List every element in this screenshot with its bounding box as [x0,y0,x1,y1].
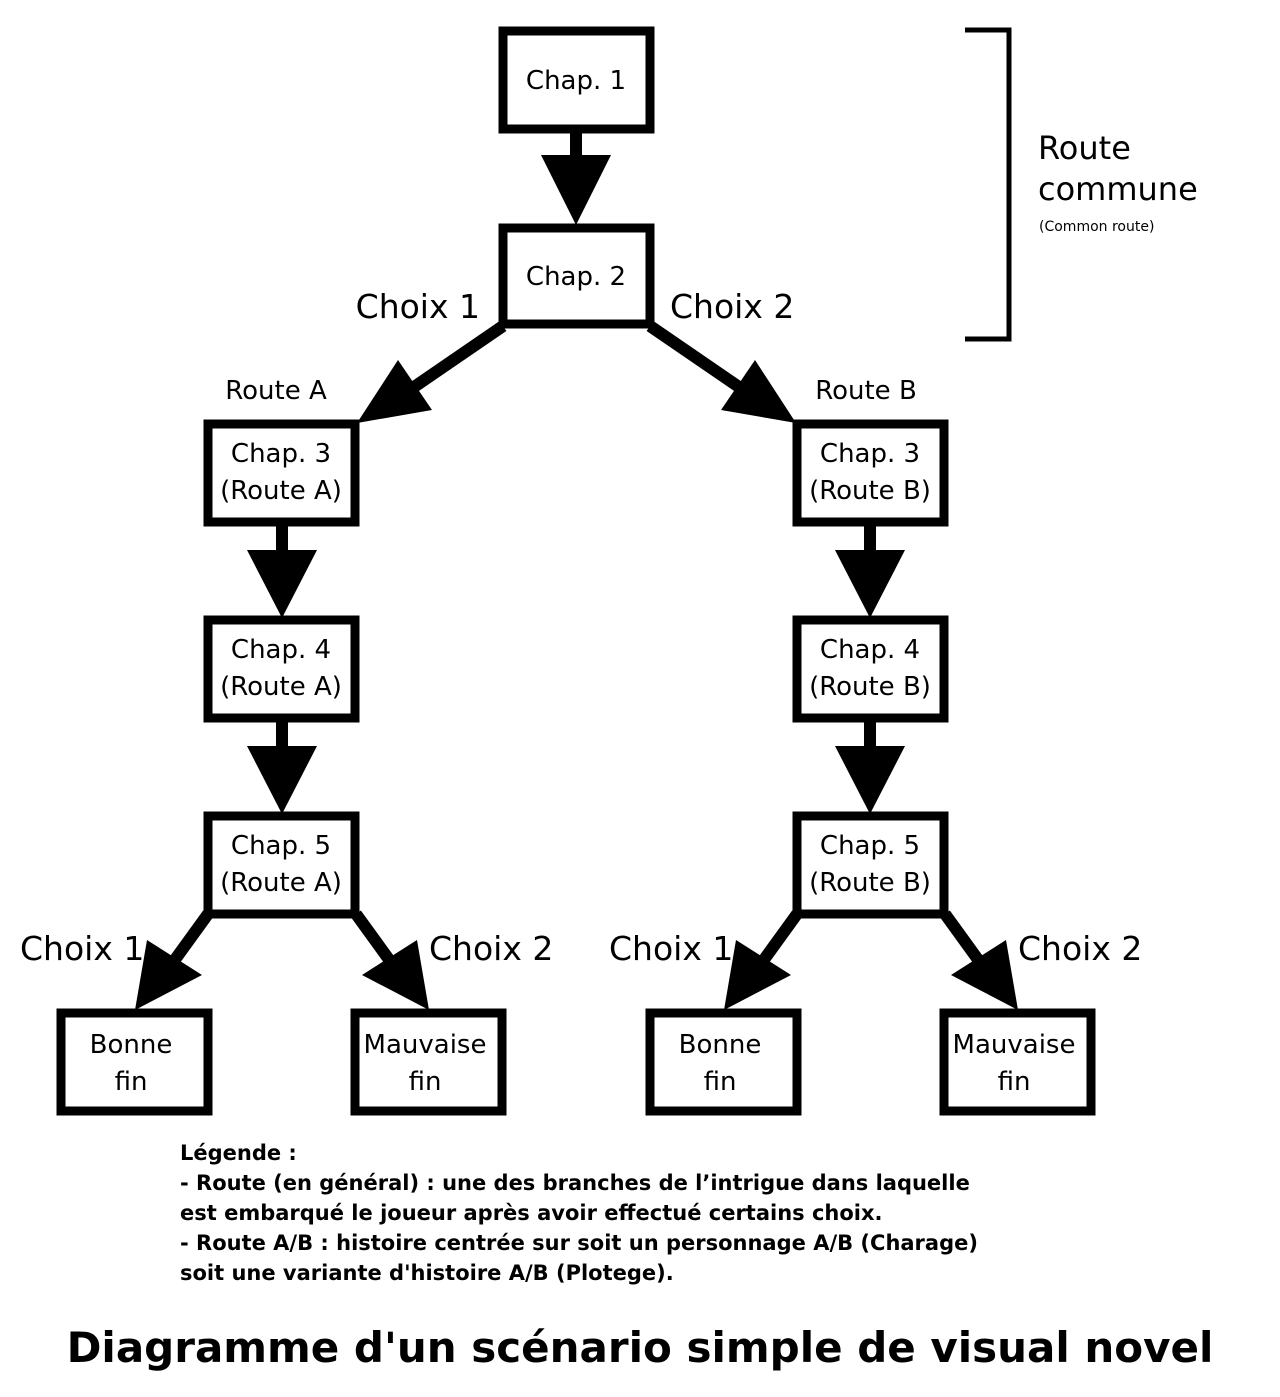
arrow-chap1-chap2 [541,132,611,225]
common-route-bracket [965,27,1012,342]
arrow-chap2-chap3a [357,321,507,423]
node-chap3a-line2: (Route A) [220,476,342,506]
node-chap4b-line1: Chap. 4 [820,635,920,665]
node-chap4b-line2: (Route B) [809,672,931,702]
legend-title: Légende : [180,1141,297,1165]
node-chap3-route-b: Chap. 3 (Route B) [792,419,949,527]
legend-line-1: - Route (en général) : une des branches … [180,1171,970,1195]
node-chap5b-line2: (Route B) [809,868,931,898]
good-end-a-line1: Bonne [90,1030,173,1060]
node-bad-end-route-b: Mauvaise fin [939,1008,1096,1116]
legend-line-3: - Route A/B : histoire centrée sur soit … [180,1231,978,1255]
arrow-chap3a-chap4a [247,524,317,618]
arrow-chap3b-chap4b [835,524,905,618]
arrow-chap5a-bad [351,910,429,1010]
node-chap5a-line2: (Route A) [220,868,342,898]
common-route-label-line2: commune [1038,170,1198,208]
good-end-b-line2: fin [704,1067,737,1097]
good-end-b-line1: Bonne [679,1030,762,1060]
choice1-label-route-a: Choix 1 [20,929,144,968]
choice1-label-route-b: Choix 1 [609,929,733,968]
choice2-label-route-b: Choix 2 [1018,929,1142,968]
node-chap2-line1: Chap. 2 [526,262,626,292]
route-a-label: Route A [225,376,327,406]
arrow-chap5b-bad [940,910,1018,1010]
common-route-sublabel: (Common route) [1039,219,1154,235]
choice2-label-top: Choix 2 [670,287,794,326]
node-chap5-route-b: Chap. 5 (Route B) [792,811,949,919]
choice2-label-route-a: Choix 2 [429,929,553,968]
diagram-title: Diagramme d'un scénario simple de visual… [66,1323,1214,1372]
node-chap4-route-b: Chap. 4 (Route B) [792,615,949,723]
bad-end-a-line1: Mauvaise [364,1030,487,1060]
arrow-chap4b-chap5b [835,720,905,814]
common-route-label-line1: Route [1038,129,1131,167]
node-chap5b-line1: Chap. 5 [820,831,920,861]
arrow-chap5a-good [135,910,213,1010]
node-chap3-route-a: Chap. 3 (Route A) [203,419,360,527]
bad-end-a-line2: fin [409,1067,442,1097]
route-b-label: Route B [815,376,917,406]
legend-line-2: est embarqué le joueur après avoir effec… [180,1201,883,1225]
choice1-label-top: Choix 1 [356,287,480,326]
node-chap4-route-a: Chap. 4 (Route A) [203,615,360,723]
arrow-chap2-chap3b [646,321,796,423]
bad-end-b-line1: Mauvaise [953,1030,1076,1060]
node-chap1-line1: Chap. 1 [526,66,626,96]
node-chap5-route-a: Chap. 5 (Route A) [203,811,360,919]
node-chap3b-line2: (Route B) [809,476,931,506]
node-good-end-route-b: Bonne fin [645,1008,802,1116]
node-bad-end-route-a: Mauvaise fin [350,1008,507,1116]
node-chap3b-line1: Chap. 3 [820,439,920,469]
legend: Légende : - Route (en général) : une des… [180,1138,1060,1288]
node-good-end-route-a: Bonne fin [56,1008,213,1116]
node-chap4a-line2: (Route A) [220,672,342,702]
arrow-chap5b-good [724,910,802,1010]
good-end-a-line2: fin [115,1067,148,1097]
node-chap1: Chap. 1 [498,26,655,134]
node-chap3a-line1: Chap. 3 [231,439,331,469]
node-chap2: Chap. 2 [498,223,655,329]
node-chap5a-line1: Chap. 5 [231,831,331,861]
node-chap4a-line1: Chap. 4 [231,635,331,665]
bad-end-b-line2: fin [998,1067,1031,1097]
arrow-chap4a-chap5a [247,720,317,814]
legend-line-4: soit une variante d'histoire A/B (Ploteg… [180,1261,674,1285]
